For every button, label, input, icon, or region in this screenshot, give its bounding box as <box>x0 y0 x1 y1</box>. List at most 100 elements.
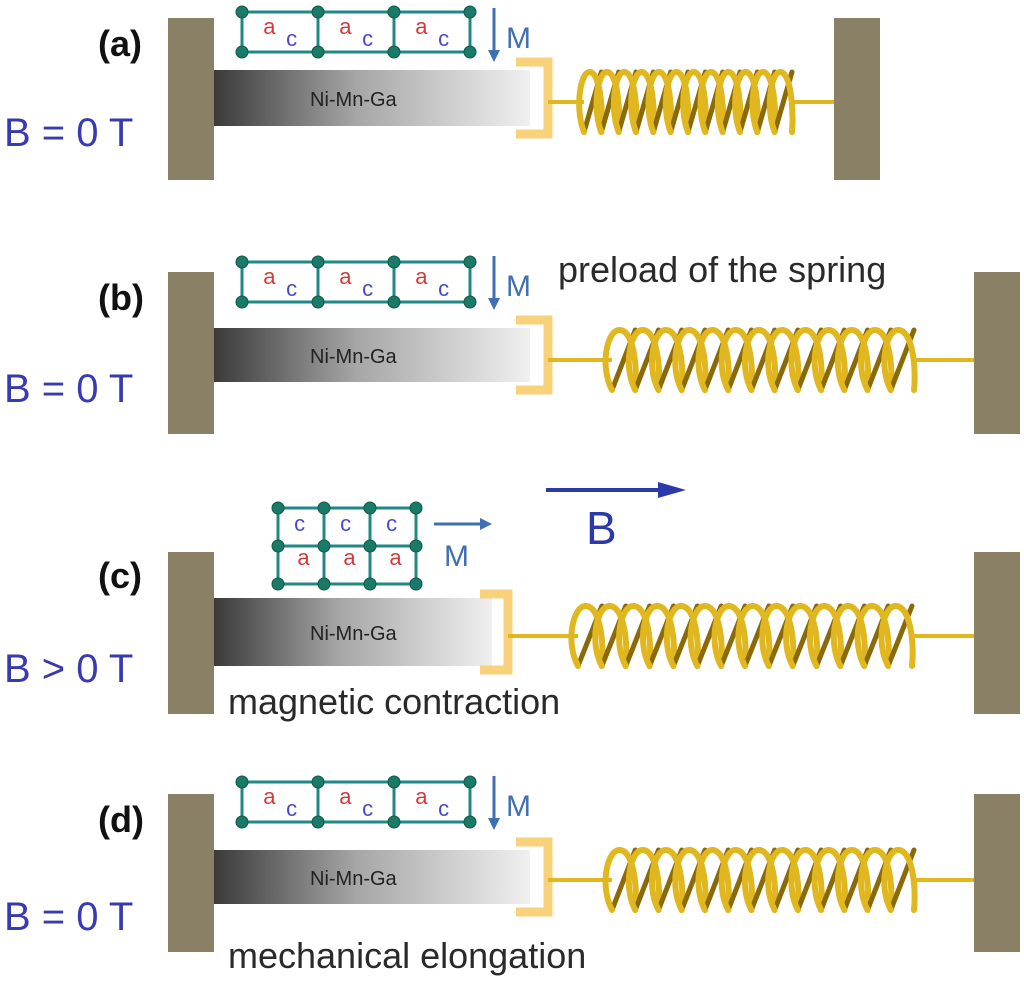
panel-d-label: (d) <box>98 799 144 840</box>
lattice-node <box>311 45 325 59</box>
panel-b-clamp <box>516 315 553 395</box>
lattice-node <box>311 5 325 19</box>
panel-d-field: B = 0 T <box>4 895 133 939</box>
panel-d-m-label: M <box>506 790 531 823</box>
lattice-letter: a <box>343 545 356 570</box>
lattice-letter: a <box>263 14 276 39</box>
panel-a-magnetization-arrow <box>488 8 500 62</box>
lattice-letter: c <box>362 276 373 301</box>
panel-d-caption: mechanical elongation <box>228 935 586 976</box>
lattice-node <box>463 45 477 59</box>
panel-b-spring <box>548 327 974 393</box>
lattice-node <box>363 577 377 591</box>
lattice-letter: a <box>339 14 352 39</box>
panel-c-right-wall <box>974 552 1020 714</box>
panel-d-ni-mn-ga-bar <box>214 850 530 904</box>
lattice-letter: a <box>389 545 402 570</box>
lattice-node <box>317 501 331 515</box>
lattice-node <box>311 775 325 789</box>
lattice-letter: a <box>415 264 428 289</box>
panel-b-field: B = 0 T <box>4 367 133 411</box>
lattice-node <box>271 501 285 515</box>
panel-c-magnetization-arrow <box>434 518 492 530</box>
lattice-node <box>463 815 477 829</box>
panel-d-clamp <box>516 837 553 917</box>
panel-c-bar-label: Ni-Mn-Ga <box>310 623 398 645</box>
panel-a-ni-mn-ga-bar <box>214 70 530 126</box>
lattice-node <box>311 295 325 309</box>
lattice-node <box>409 501 423 515</box>
lattice-letter: c <box>438 276 449 301</box>
panel-c-spring <box>508 603 974 669</box>
lattice-node <box>387 45 401 59</box>
lattice-node <box>387 295 401 309</box>
lattice-node <box>235 815 249 829</box>
lattice-node <box>363 539 377 553</box>
lattice-letter: c <box>286 26 297 51</box>
lattice-node <box>387 815 401 829</box>
lattice-node <box>387 255 401 269</box>
lattice-node <box>463 775 477 789</box>
panel-d-left-wall <box>168 794 214 952</box>
lattice-node <box>271 539 285 553</box>
panel-b-left-wall <box>168 272 214 434</box>
lattice-node <box>317 539 331 553</box>
lattice-letter: c <box>340 511 351 536</box>
panel-a-right-wall <box>834 18 880 180</box>
lattice-letter: c <box>438 26 449 51</box>
lattice-node <box>409 539 423 553</box>
lattice-node <box>463 295 477 309</box>
panel-c-m-label: M <box>444 540 469 573</box>
panel-b-label: (b) <box>98 277 144 318</box>
applied-field-arrow <box>546 482 686 498</box>
panel-d-bar-label: Ni-Mn-Ga <box>310 868 398 890</box>
lattice-letter: a <box>339 264 352 289</box>
lattice-letter: c <box>362 796 373 821</box>
panel-b-right-wall <box>974 272 1020 434</box>
lattice-node <box>317 577 331 591</box>
lattice-letter: a <box>415 14 428 39</box>
panel-a-bar-label: Ni-Mn-Ga <box>310 89 398 111</box>
lattice-letter: a <box>415 784 428 809</box>
lattice-node <box>271 577 285 591</box>
panel-a-spring <box>548 69 834 135</box>
lattice-letter: a <box>297 545 310 570</box>
lattice-node <box>311 255 325 269</box>
lattice-letter: c <box>362 26 373 51</box>
panel-a-left-wall <box>168 18 214 180</box>
panel-b-bar-label: Ni-Mn-Ga <box>310 346 398 368</box>
panel-a-field: B = 0 T <box>4 111 133 155</box>
lattice-node <box>235 5 249 19</box>
panel-b-ni-mn-ga-bar <box>214 328 530 382</box>
panel-a-m-label: M <box>506 22 531 55</box>
panel-c-label: (c) <box>98 555 142 596</box>
lattice-node <box>235 45 249 59</box>
lattice-node <box>235 775 249 789</box>
panel-a-label: (a) <box>98 23 142 64</box>
panel-b-m-label: M <box>506 270 531 303</box>
lattice-letter: c <box>294 511 305 536</box>
panel-a-clamp <box>516 57 553 139</box>
lattice-letter: a <box>263 264 276 289</box>
lattice-node <box>311 815 325 829</box>
panel-d-spring <box>548 847 974 913</box>
lattice-node <box>387 775 401 789</box>
panel-d-right-wall <box>974 794 1020 952</box>
lattice-letter: a <box>339 784 352 809</box>
panel-b-magnetization-arrow <box>488 256 500 310</box>
panel-c-field: B > 0 T <box>4 647 133 691</box>
panel-c-clamp <box>480 589 513 675</box>
panel-c-caption: magnetic contraction <box>228 681 560 722</box>
lattice-letter: c <box>438 796 449 821</box>
lattice-letter: c <box>286 276 297 301</box>
lattice-node <box>363 501 377 515</box>
panel-d-magnetization-arrow <box>488 776 500 830</box>
